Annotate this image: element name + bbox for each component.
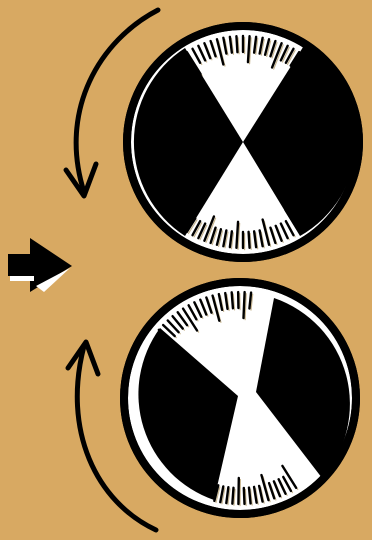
tick-mark <box>243 292 244 318</box>
tick-mark <box>248 36 250 62</box>
bottom-dial[interactable] <box>124 282 356 514</box>
top-dial[interactable] <box>127 26 359 258</box>
tick-mark <box>236 36 237 52</box>
tick-mark <box>249 232 250 248</box>
tick-mark <box>249 488 251 504</box>
tick-mark <box>232 292 233 308</box>
pointer-arrow-icon <box>8 238 72 292</box>
tick-mark <box>249 293 251 309</box>
tick-mark <box>244 488 245 504</box>
tick-mark <box>236 222 238 248</box>
tick-mark <box>232 488 233 504</box>
